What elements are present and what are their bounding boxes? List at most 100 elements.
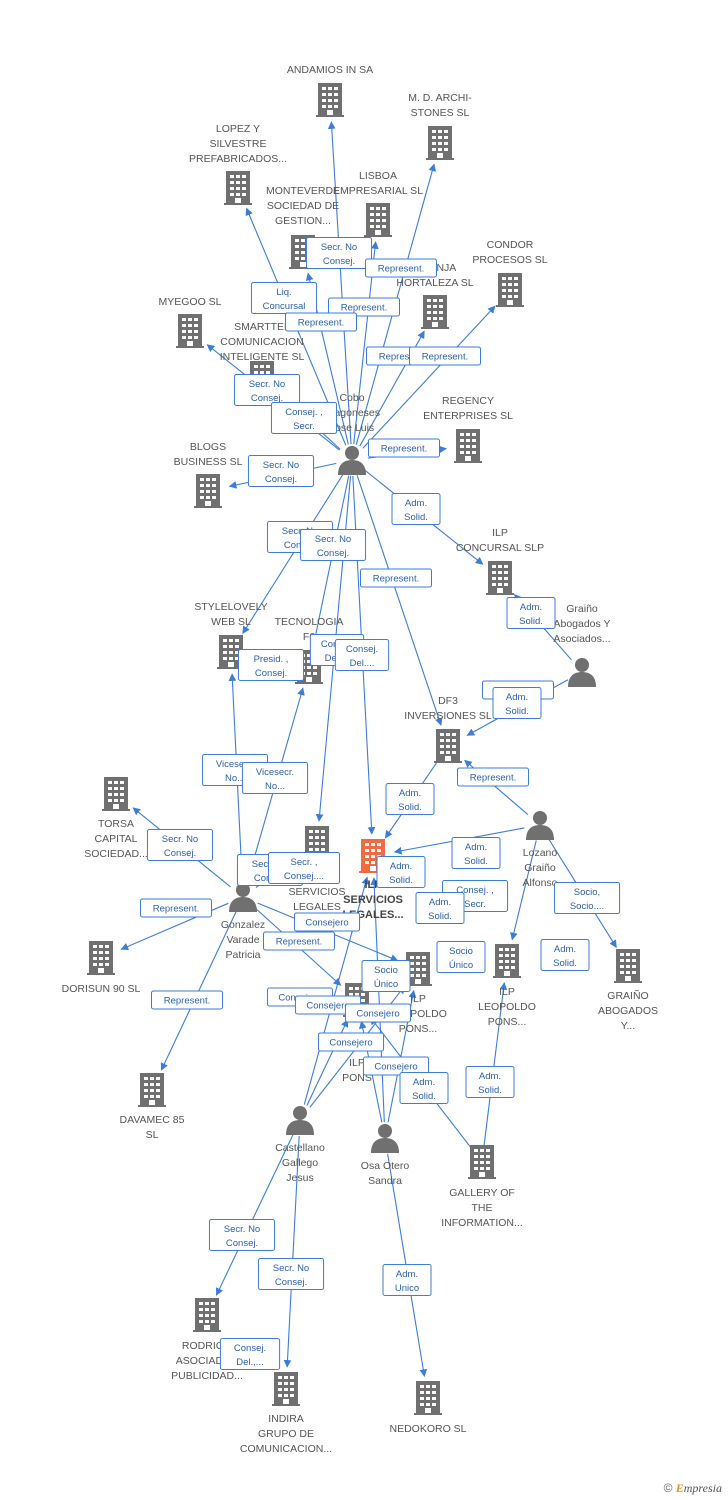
relation-label[interactable]: Represent. <box>457 767 529 787</box>
node-grainoab[interactable]: GRAIÑOABOGADOSY... <box>598 949 658 1032</box>
node-dorisun[interactable]: DORISUN 90 SL <box>62 941 141 995</box>
relation-box <box>285 312 357 332</box>
relation-label[interactable]: Represent. <box>409 346 481 366</box>
relation-label[interactable]: Adm.Solid. <box>399 1072 449 1104</box>
relation-box <box>361 960 411 992</box>
node-gallery[interactable]: GALLERY OFTHEINFORMATION... <box>441 1145 523 1229</box>
node-myegoo[interactable]: MYEGOO SL <box>158 296 222 348</box>
node-md[interactable]: M. D. ARCHI-STONES SL <box>408 92 472 160</box>
edge-osa-ilpmain <box>370 877 385 1123</box>
node-label: BLOGS <box>190 441 226 453</box>
relation-label[interactable]: Adm.Solid. <box>451 837 501 869</box>
relation-text: Socio, <box>574 887 600 898</box>
relation-label[interactable]: Represent. <box>328 297 400 317</box>
relation-label[interactable]: Adm.Solid. <box>385 783 435 815</box>
copyright-symbol: © <box>663 1481 673 1495</box>
relation-text: Adm. <box>405 498 427 509</box>
relation-text: Solid. <box>464 856 488 867</box>
node-nedokoro[interactable]: NEDOKORO SL <box>389 1381 467 1435</box>
node-label: PUBLICIDAD... <box>171 1370 243 1382</box>
relation-text: Consejero <box>305 918 348 929</box>
relation-label[interactable]: Represent. <box>360 568 432 588</box>
relation-label[interactable]: Represent. <box>285 312 357 332</box>
node-label: GRUPO DE <box>258 1428 314 1440</box>
building-icon <box>193 1298 221 1332</box>
building-icon <box>224 171 252 205</box>
footer-brand[interactable]: © Empresia <box>664 1481 722 1496</box>
relation-label[interactable]: Represent. <box>140 898 212 918</box>
relation-label[interactable]: Consejero <box>344 1003 412 1023</box>
node-label: TORSA <box>98 818 134 830</box>
relation-label[interactable]: Consej.Del.... <box>334 639 390 671</box>
node-label: ABOGADOS <box>598 1005 658 1017</box>
relation-box <box>409 346 481 366</box>
relation-label[interactable]: Represent. <box>263 931 335 951</box>
node-rodrigo[interactable]: RODRIGOASOCIADOSPUBLICIDAD... <box>171 1298 243 1382</box>
relation-label[interactable]: Consej. ,Secr. <box>270 402 338 434</box>
relation-box <box>344 1003 412 1023</box>
relation-label[interactable]: Adm.Solid. <box>465 1066 515 1098</box>
relation-label[interactable]: Consejero <box>317 1032 385 1052</box>
node-label: NEDOKORO SL <box>389 1423 466 1435</box>
relation-label[interactable]: Represent. <box>368 438 440 458</box>
relation-box <box>362 1056 430 1076</box>
relation-label[interactable]: Consej.Del.,... <box>219 1338 281 1370</box>
node-andamios[interactable]: ANDAMIOS IN SA <box>287 64 373 117</box>
relation-label[interactable]: Socio,Socio.... <box>553 882 621 914</box>
node-ilpleo2[interactable]: ILPLEOPOLDOPONS... <box>478 944 536 1028</box>
relation-label[interactable]: Secr. ,Consej.... <box>268 852 340 884</box>
relation-label[interactable]: Adm.Solid. <box>391 493 441 525</box>
relation-label[interactable]: Adm.Solid. <box>540 939 590 971</box>
relation-text: Represent. <box>373 574 419 585</box>
relation-label[interactable]: Adm.Solid. <box>492 687 542 719</box>
relation-label[interactable]: Consejero <box>293 912 361 932</box>
relation-label[interactable]: Adm.Solid. <box>376 856 426 888</box>
node-torsa[interactable]: TORSACAPITALSOCIEDAD... <box>84 777 148 860</box>
relation-label[interactable]: Adm.Unico <box>382 1264 432 1296</box>
node-lopez[interactable]: LOPEZ YSILVESTREPREFABRICADOS... <box>189 123 287 205</box>
node-label: MYEGOO SL <box>158 296 221 308</box>
relation-label[interactable]: Represent. <box>151 990 223 1010</box>
relation-text: Represent. <box>381 444 427 455</box>
relation-label[interactable]: Vicesecr.No... <box>241 762 309 794</box>
node-label: Asociados... <box>553 633 610 645</box>
relation-label[interactable]: Adm.Solid. <box>506 597 556 629</box>
relation-text: Secr. No <box>162 834 198 845</box>
edge-cobo-df3 <box>356 474 443 726</box>
relation-text: Consej.... <box>284 871 324 882</box>
relation-label[interactable]: Represent. <box>365 258 437 278</box>
edge-cobo-andamios <box>327 121 352 445</box>
relation-label[interactable]: Liq.Concursal <box>250 282 318 314</box>
node-label: RODRIGO <box>182 1340 232 1352</box>
relation-label[interactable]: Consejero <box>362 1056 430 1076</box>
relation-label[interactable]: Presid. ,Consej. <box>237 649 305 681</box>
relation-label[interactable]: Adm.Solid. <box>415 892 465 924</box>
